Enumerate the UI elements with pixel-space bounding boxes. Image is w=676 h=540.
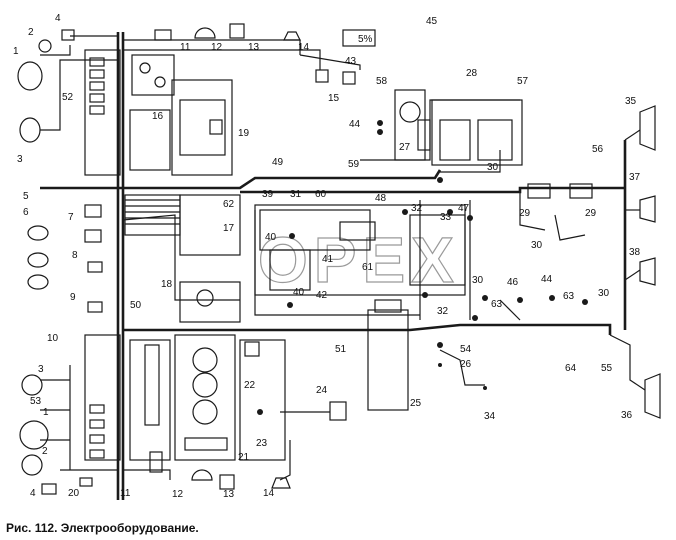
label: 36 <box>621 410 633 421</box>
label: 13 <box>223 489 235 500</box>
label: 57 <box>517 76 529 87</box>
label: 63 <box>563 291 575 302</box>
label: 7 <box>68 212 74 223</box>
label: 54 <box>460 344 472 355</box>
label: 15 <box>328 93 340 104</box>
label: 3 <box>38 364 44 375</box>
label: 28 <box>466 68 478 79</box>
label: 58 <box>376 76 388 87</box>
label: 6 <box>23 207 29 218</box>
label: 17 <box>223 223 235 234</box>
label: 49 <box>272 157 284 168</box>
label: 21 <box>238 452 250 463</box>
label: 48 <box>375 193 387 204</box>
label: 16 <box>152 111 164 122</box>
label: 30 <box>531 240 543 251</box>
label: 52 <box>62 92 74 103</box>
harness-wires <box>40 32 646 500</box>
label: 11 <box>180 42 191 53</box>
label: 51 <box>335 344 347 355</box>
label: 60 <box>315 189 327 200</box>
label: 61 <box>362 262 374 273</box>
label: 29 <box>585 208 597 219</box>
label: 50 <box>130 300 142 311</box>
label: 55 <box>601 363 613 374</box>
label: 9 <box>70 292 76 303</box>
label: 30 <box>472 275 484 286</box>
label: 39 <box>262 189 274 200</box>
label: 4 <box>30 488 36 499</box>
label: 41 <box>322 254 334 265</box>
label: 23 <box>256 438 268 449</box>
label: 14 <box>263 488 275 499</box>
label: 11 <box>120 488 131 499</box>
label: 30 <box>487 162 499 173</box>
label: 32 <box>411 203 423 214</box>
badge-text: 5% <box>358 34 373 45</box>
label: 44 <box>349 119 361 130</box>
label: 14 <box>298 42 310 53</box>
label: 13 <box>248 42 260 53</box>
label: 46 <box>507 277 519 288</box>
label: 64 <box>565 363 577 374</box>
label: 22 <box>244 380 256 391</box>
components <box>17 23 661 495</box>
label: 45 <box>426 16 438 27</box>
label: 26 <box>460 359 472 370</box>
label: 59 <box>348 159 360 170</box>
label: 63 <box>491 299 503 310</box>
label: 40 <box>293 287 305 298</box>
label: 8 <box>72 250 78 261</box>
label: 29 <box>519 208 531 219</box>
label: 1 <box>13 46 19 57</box>
label: 19 <box>238 128 250 139</box>
label: 3 <box>17 154 23 165</box>
label: 2 <box>28 27 34 38</box>
label: 40 <box>265 232 277 243</box>
label: 34 <box>484 411 496 422</box>
label: 10 <box>47 333 59 344</box>
label: 12 <box>211 42 223 53</box>
label: 62 <box>223 199 235 210</box>
label: 18 <box>161 279 173 290</box>
label: 47 <box>458 203 470 214</box>
label: 31 <box>290 189 302 200</box>
label: 20 <box>68 488 80 499</box>
label: 33 <box>440 212 452 223</box>
label: 35 <box>625 96 637 107</box>
label: 12 <box>172 489 184 500</box>
label: 24 <box>316 385 328 396</box>
label: 5 <box>23 191 29 202</box>
label: 27 <box>399 142 411 153</box>
figure-caption: Рис. 112. Электрооборудование. <box>6 521 199 535</box>
label: 4 <box>55 13 61 24</box>
label: 2 <box>42 446 48 457</box>
label: 25 <box>410 398 422 409</box>
label: 32 <box>437 306 449 317</box>
label: 1 <box>43 407 49 418</box>
label: 42 <box>316 290 328 301</box>
label: 43 <box>345 56 357 67</box>
label: 53 <box>30 396 42 407</box>
callout-labels: 4 2 1 52 3 5 6 7 8 9 50 10 3 53 1 2 4 20… <box>13 13 641 500</box>
label: 30 <box>598 288 610 299</box>
label: 56 <box>592 144 604 155</box>
label: 44 <box>541 274 553 285</box>
label: 37 <box>629 172 641 183</box>
label: 38 <box>629 247 641 258</box>
